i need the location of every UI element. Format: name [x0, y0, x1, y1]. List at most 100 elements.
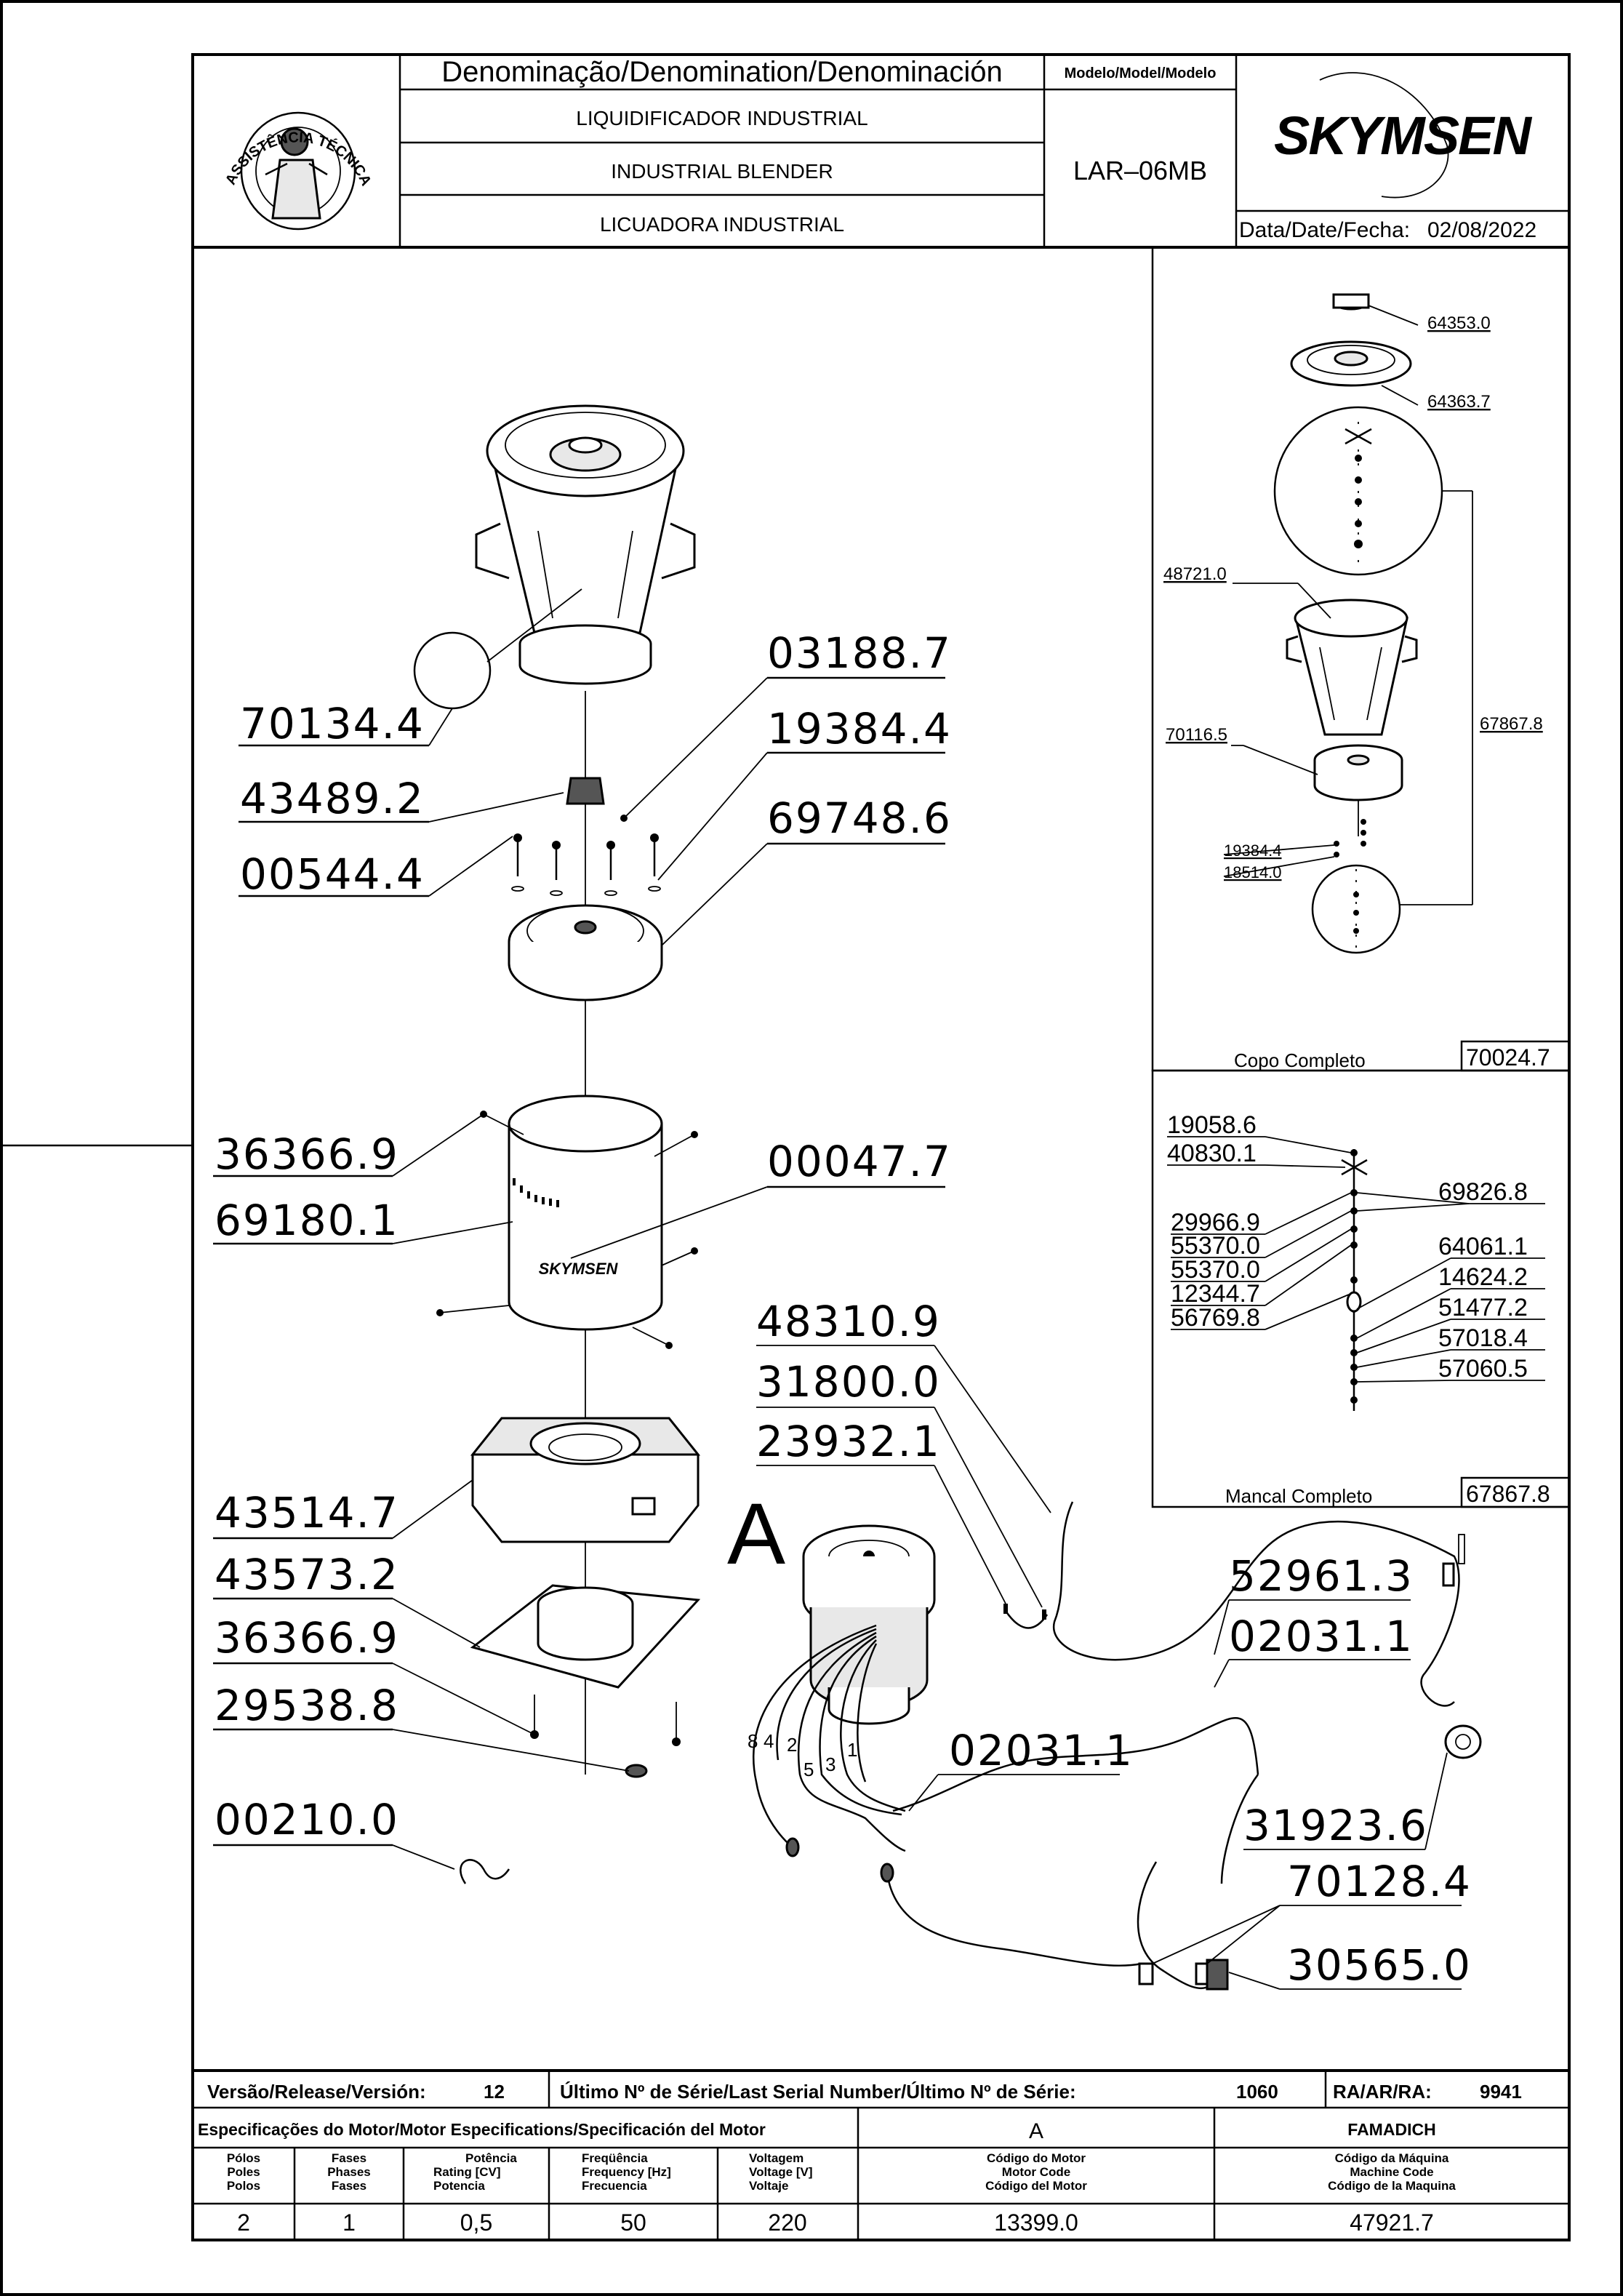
- wire-number-2: 2: [787, 1734, 797, 1756]
- version-value: 12: [484, 2081, 505, 2103]
- date-value: 02/08/2022: [1427, 218, 1536, 242]
- col-voltage-h1: Voltagem: [749, 2151, 804, 2165]
- wire-number-8: 8: [748, 1730, 758, 1752]
- col-poles-h2: Poles: [227, 2165, 260, 2179]
- mancal-right-5: 57060.5: [1438, 1355, 1528, 1383]
- motor-letter: A: [1029, 2119, 1043, 2143]
- mancal-left-5: 12344.7: [1171, 1280, 1260, 1308]
- part-43573: 43573.2: [215, 1550, 399, 1599]
- val-frequency: 50: [620, 2209, 646, 2236]
- copo-part-67867: 67867.8: [1480, 714, 1543, 734]
- product-name-en: INDUSTRIAL BLENDER: [611, 160, 833, 183]
- mancal-caption: Mancal Completo: [1225, 1485, 1372, 1507]
- copo-completo-panel: 64353.0 64363.7 67867.8 48721.0: [1151, 246, 1571, 1072]
- mancal-right-0: 69826.8: [1438, 1178, 1528, 1206]
- part-36366-a: 36366.9: [215, 1129, 399, 1179]
- copo-part-70116: 70116.5: [1166, 725, 1227, 745]
- col-voltage-h3: Voltaje: [749, 2179, 788, 2193]
- model-title: Modelo/Model/Modelo: [1065, 65, 1217, 81]
- wiring-harness: [785, 1501, 1482, 1991]
- copo-part-64363: 64363.7: [1427, 392, 1491, 412]
- col-machine-code-h3: Código de la Maquina: [1328, 2179, 1456, 2193]
- copo-part-48721: 48721.0: [1163, 564, 1227, 584]
- main-exploded-view: 70134.4 43489.2 03188.7 00544.4 19384.4 …: [213, 404, 1482, 1991]
- wire-number-1: 1: [847, 1739, 857, 1761]
- col-rating-h2: Rating [CV]: [433, 2165, 501, 2179]
- part-70134: 70134.4: [240, 699, 425, 748]
- val-poles: 2: [237, 2209, 250, 2236]
- spring-clip: [460, 1859, 510, 1884]
- val-voltage: 220: [768, 2209, 806, 2236]
- blender-base: [470, 1417, 701, 1543]
- seal-text: ASSISTÊNCIA TÉCNICA AUTORIZADA: [0, 0, 375, 191]
- part-03188: 03188.7: [767, 628, 952, 678]
- part-48310: 48310.9: [756, 1297, 941, 1346]
- mancal-right-4: 57018.4: [1438, 1324, 1528, 1352]
- part-00047: 00047.7: [767, 1137, 952, 1186]
- mancal-left-6: 56769.8: [1171, 1304, 1260, 1332]
- footer-spec-table: Versão/Release/Versión: 12 Último Nº de …: [193, 2069, 1569, 2240]
- motor-spec-label: Especificações do Motor/Motor Especifica…: [198, 2120, 766, 2139]
- denomination-title: Denominação/Denomination/Denominación: [441, 56, 1003, 88]
- assistance-seal-logo: ASSISTÊNCIA TÉCNICA AUTORIZADA: [0, 0, 375, 231]
- val-phases: 1: [342, 2209, 356, 2236]
- col-phases-h1: Fases: [332, 2151, 366, 2165]
- part-00544: 00544.4: [240, 849, 425, 899]
- ra-label: RA/AR/RA:: [1333, 2081, 1432, 2103]
- part-69748: 69748.6: [767, 793, 952, 843]
- product-name-es: LICUADORA INDUSTRIAL: [600, 213, 844, 236]
- part-23932: 23932.1: [756, 1417, 941, 1466]
- val-rating: 0,5: [460, 2209, 492, 2236]
- copo-part-64353: 64353.0: [1427, 313, 1491, 333]
- brand-name: SKYMSEN: [1274, 105, 1533, 166]
- model-code: LAR–06MB: [1073, 156, 1207, 185]
- date-label: Data/Date/Fecha:: [1239, 218, 1410, 242]
- serial-label: Último Nº de Série/Last Serial Number/Úl…: [560, 2081, 1076, 2103]
- mancal-completo-panel: 19058.6 40830.1 29966.9 55370.0 55370.0 …: [1151, 1069, 1571, 1508]
- wire-number-4: 4: [764, 1730, 774, 1752]
- mancal-left-4: 55370.0: [1171, 1256, 1260, 1284]
- part-70128: 70128.4: [1287, 1857, 1472, 1906]
- version-label: Versão/Release/Versión:: [207, 2081, 426, 2103]
- col-machine-code-h1: Código da Máquina: [1335, 2151, 1449, 2165]
- mancal-right-3: 51477.2: [1438, 1294, 1528, 1321]
- motor-housing: SKYMSEN: [436, 1095, 698, 1349]
- product-name-pt: LIQUIDIFICADOR INDUSTRIAL: [576, 107, 867, 129]
- copo-caption: Copo Completo: [1234, 1049, 1366, 1071]
- mancal-left-1: 40830.1: [1167, 1140, 1257, 1167]
- serial-value: 1060: [1236, 2081, 1278, 2103]
- bottom-plate: [470, 1584, 701, 1778]
- motor-manufacturer: FAMADICH: [1347, 2120, 1435, 2139]
- wire-number-3: 3: [825, 1753, 835, 1775]
- copo-part-19384: 19384.4: [1224, 841, 1282, 860]
- col-phases-h3: Fases: [332, 2179, 366, 2193]
- col-frequency-h1: Freqüência: [582, 2151, 648, 2165]
- val-machine-code: 47921.7: [1350, 2209, 1434, 2236]
- col-motor-code-h3: Código del Motor: [985, 2179, 1087, 2193]
- col-poles-h1: Pólos: [227, 2151, 260, 2165]
- col-voltage-h2: Voltage [V]: [749, 2165, 813, 2179]
- part-31800: 31800.0: [756, 1357, 941, 1407]
- svg-text:ASSISTÊNCIA TÉCNICA AUTORIZADA: ASSISTÊNCIA TÉCNICA AUTORIZADA: [0, 0, 375, 191]
- col-frequency-h2: Frequency [Hz]: [582, 2165, 671, 2179]
- screws-and-flange: [508, 833, 663, 1001]
- mancal-right-2: 14624.2: [1438, 1263, 1528, 1291]
- skymsen-brand-logo: SKYMSEN: [1274, 72, 1534, 199]
- col-poles-h3: Polos: [227, 2179, 260, 2193]
- part-30565: 30565.0: [1287, 1940, 1472, 1990]
- ra-value: 9941: [1480, 2081, 1522, 2103]
- part-19384: 19384.4: [767, 704, 952, 753]
- detail-label-a: A: [727, 1485, 785, 1583]
- part-52961: 52961.3: [1229, 1551, 1414, 1601]
- part-43514: 43514.7: [215, 1488, 399, 1537]
- part-69180: 69180.1: [215, 1196, 399, 1245]
- motor-assembly: A 8 4 2 5 3 1: [727, 1485, 936, 1852]
- copo-code: 70024.7: [1466, 1044, 1550, 1071]
- part-43489: 43489.2: [240, 774, 425, 823]
- part-29538: 29538.8: [215, 1681, 399, 1730]
- header-block: ASSISTÊNCIA TÉCNICA AUTORIZADA Denominaç…: [0, 0, 1569, 249]
- col-motor-code-h1: Código do Motor: [987, 2151, 1086, 2165]
- part-00210: 00210.0: [215, 1795, 399, 1844]
